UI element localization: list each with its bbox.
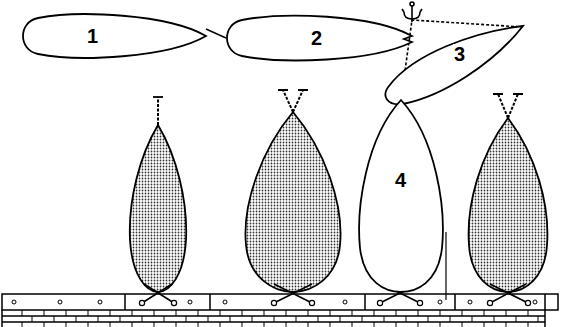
- callout-number: 3: [453, 44, 466, 64]
- rope-line: [206, 29, 226, 38]
- hook-symbol: [402, 2, 422, 22]
- cleat-ring: [139, 300, 530, 305]
- boat-hull: 2: [222, 14, 414, 62]
- pier: [2, 294, 558, 327]
- pier-bricks: [22, 310, 538, 327]
- hull-outline: [383, 24, 525, 106]
- moored-cell: [130, 112, 548, 292]
- callout-number: 1: [86, 26, 99, 46]
- rope-end: [153, 90, 523, 97]
- pier-bolt: [12, 300, 537, 304]
- callout-number: 4: [394, 170, 407, 190]
- hull-outline: [18, 12, 208, 60]
- boat-hull: 4: [356, 98, 446, 294]
- hull-outline: [356, 98, 446, 294]
- mooring-rope: [158, 90, 518, 125]
- boat-hull: 1: [18, 12, 208, 60]
- callout-number: 2: [310, 28, 323, 48]
- boat-hull: 3: [383, 24, 525, 106]
- rope-line: [445, 232, 446, 300]
